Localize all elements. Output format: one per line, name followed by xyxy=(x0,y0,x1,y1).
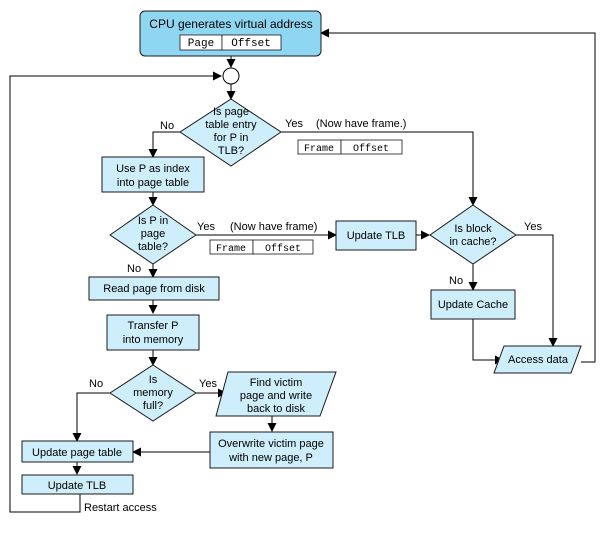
tlb-yes-label: Yes xyxy=(285,118,303,130)
memory-full-no-label: No xyxy=(89,378,103,390)
cache-decision: Is block in cache? xyxy=(429,204,517,265)
diagram-label: table entry xyxy=(205,119,257,131)
diagram-label: into memory xyxy=(123,334,184,346)
diagram-label: table? xyxy=(138,241,168,253)
diagram-label: Update page table xyxy=(32,447,122,459)
update-tlb-bottom-box: Update TLB xyxy=(21,474,134,495)
diagram-label: Offset xyxy=(353,143,389,155)
tlb-decision: Is page table entry for P in TLB? xyxy=(179,98,282,167)
diagram-label: Access data xyxy=(508,354,569,366)
connector-lines xyxy=(9,28,596,513)
diagram-label: Find victim xyxy=(250,377,303,389)
diagram-label: Transfer P xyxy=(128,320,179,332)
diagram-label: page xyxy=(141,228,165,240)
now-have-frame-label-1: (Now have frame.) xyxy=(316,118,406,130)
transfer-p-box: Transfer P into memory xyxy=(106,314,200,351)
now-have-frame-label-2: (Now have frame) xyxy=(230,221,317,233)
cpu-generates-address-box: CPU generates virtual address Page Offse… xyxy=(139,10,322,57)
read-page-from-disk-box: Read page from disk xyxy=(88,276,220,301)
diagram-label: Read page from disk xyxy=(103,283,205,295)
diagram-label: Update Cache xyxy=(438,299,508,311)
diagram-label: Offset xyxy=(265,243,301,255)
diagram-label: TLB? xyxy=(218,145,244,157)
cpu-title: CPU generates virtual address xyxy=(149,17,312,31)
update-tlb-right-box: Update TLB xyxy=(335,220,417,251)
diagram-label: Frame xyxy=(304,144,334,155)
diagram-label: Frame xyxy=(216,244,246,255)
access-data-box: Access data xyxy=(493,345,582,374)
diagram-label: memory xyxy=(133,387,173,399)
tlb-no-label: No xyxy=(160,120,174,132)
overwrite-victim-box: Overwrite victim page with new page, P xyxy=(209,431,334,469)
restart-access-label: Restart access xyxy=(84,502,157,514)
diagram-label: Use P as index xyxy=(116,163,190,175)
memory-full-yes-label: Yes xyxy=(199,378,217,390)
memory-full-decision: Is memory full? xyxy=(109,364,197,422)
frame-offset-fields-1: Frame Offset xyxy=(297,139,403,155)
page-table-yes-label: Yes xyxy=(197,221,215,233)
cache-no-label: No xyxy=(449,275,463,287)
start-junction xyxy=(222,67,240,85)
diagram-label: full? xyxy=(143,400,163,412)
update-cache-box: Update Cache xyxy=(430,289,516,320)
diagram-label: page and write xyxy=(240,390,312,402)
diagram-label: with new page, P xyxy=(228,452,313,464)
diagram-label: Is P in xyxy=(138,215,168,227)
cache-yes-label: Yes xyxy=(524,221,542,233)
diagram-label: Overwrite victim page xyxy=(218,438,324,450)
frame-offset-fields-2: Frame Offset xyxy=(209,239,314,255)
diagram-label: Is page xyxy=(213,106,249,118)
page-table-no-label: No xyxy=(127,263,141,275)
field-offset: Offset xyxy=(231,38,271,50)
diagram-label: into page table xyxy=(117,177,189,189)
diagram-label: Is xyxy=(149,374,158,386)
field-page: Page xyxy=(188,38,214,50)
diagram-label: Update TLB xyxy=(48,480,107,492)
use-p-as-index-box: Use P as index into page table xyxy=(101,156,205,193)
diagram-label: Update TLB xyxy=(347,230,406,242)
diagram-label: in cache? xyxy=(449,236,496,248)
find-victim-box: Find victim page and write back to disk xyxy=(215,371,337,417)
diagram-label: back to disk xyxy=(247,403,306,415)
diagram-label: for P in xyxy=(214,132,249,144)
page-table-decision: Is P in page table? xyxy=(109,204,197,265)
diagram-label: Is block xyxy=(454,223,492,235)
update-page-table-box: Update page table xyxy=(21,440,134,463)
